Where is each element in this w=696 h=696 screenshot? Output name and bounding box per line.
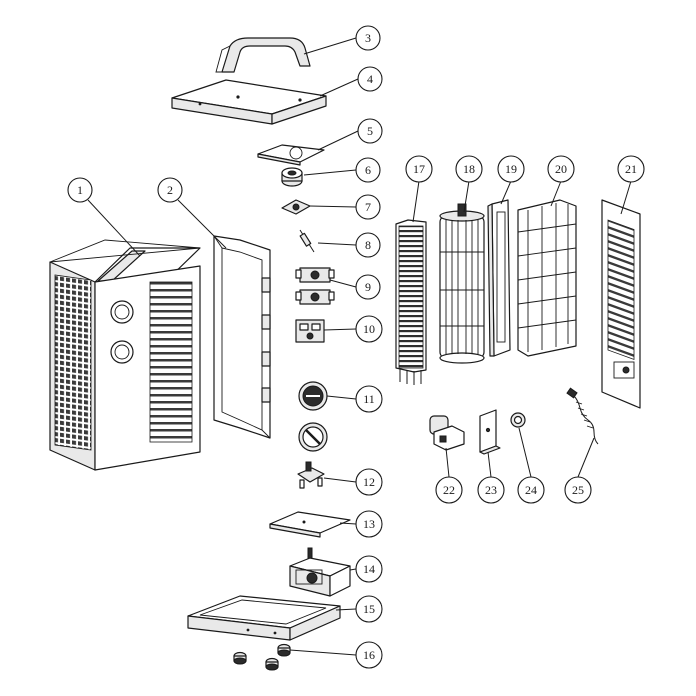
part-20-grate-frame [517, 199, 577, 357]
callout-19: 19 [497, 155, 525, 183]
part-4-top-plate [171, 79, 327, 125]
part-3-handle [215, 37, 311, 73]
svg-text:22: 22 [443, 483, 455, 497]
callout-8: 8 [355, 232, 381, 258]
part-18-blower-wheel [439, 203, 485, 364]
callout-22: 22 [435, 476, 463, 504]
svg-text:3: 3 [365, 31, 371, 45]
part-21-front-panel [601, 199, 641, 409]
svg-text:9: 9 [365, 280, 371, 294]
callout-4: 4 [357, 66, 383, 92]
callout-3: 3 [355, 25, 381, 51]
callout-12: 12 [355, 468, 383, 496]
callout-16: 16 [355, 641, 383, 669]
part-12-small-switch [297, 461, 325, 489]
svg-text:4: 4 [367, 72, 373, 86]
part-8-sensor [299, 229, 315, 253]
svg-text:6: 6 [365, 163, 371, 177]
callout-1: 1 [67, 177, 93, 203]
part-1-housing [49, 239, 201, 471]
svg-text:11: 11 [363, 392, 375, 406]
part-24-nut [510, 412, 526, 428]
callout-23: 23 [477, 476, 505, 504]
svg-text:13: 13 [363, 517, 375, 531]
part-15-base-tray [187, 595, 341, 641]
svg-text:20: 20 [555, 162, 567, 176]
svg-text:23: 23 [485, 483, 497, 497]
part-13-base-plate [269, 511, 351, 538]
svg-text:15: 15 [363, 602, 375, 616]
callout-21: 21 [617, 155, 645, 183]
svg-text:10: 10 [363, 322, 375, 336]
part-19-strip [487, 199, 511, 357]
callout-14: 14 [355, 555, 383, 583]
part-25-power-cord [566, 387, 599, 445]
svg-text:18: 18 [463, 162, 475, 176]
part-9-switches [295, 267, 335, 305]
callout-24: 24 [517, 476, 545, 504]
part-7-clip [281, 199, 311, 215]
part-6-knob [281, 167, 303, 187]
svg-text:24: 24 [525, 483, 537, 497]
callout-2: 2 [157, 177, 183, 203]
callout-20: 20 [547, 155, 575, 183]
callout-10: 10 [355, 315, 383, 343]
part-2-frame [213, 235, 271, 439]
leader-lines [87, 37, 632, 656]
callout-9: 9 [355, 274, 381, 300]
svg-text:19: 19 [505, 162, 517, 176]
part-14-motor [289, 547, 351, 597]
part-23-bracket [479, 409, 501, 455]
callout-17: 17 [405, 155, 433, 183]
svg-text:25: 25 [572, 483, 584, 497]
svg-text:14: 14 [363, 562, 375, 576]
svg-text:2: 2 [167, 183, 173, 197]
callout-13: 13 [355, 510, 383, 538]
part-22-module [429, 415, 465, 451]
callout-18: 18 [455, 155, 483, 183]
svg-text:7: 7 [365, 200, 371, 214]
part-11-dials [298, 381, 328, 452]
callout-6: 6 [355, 157, 381, 183]
part-17-heater [395, 219, 427, 385]
callout-5: 5 [357, 118, 383, 144]
svg-text:21: 21 [625, 162, 637, 176]
svg-text:16: 16 [363, 648, 375, 662]
callout-15: 15 [355, 595, 383, 623]
callout-11: 11 [355, 385, 383, 413]
svg-text:5: 5 [367, 124, 373, 138]
svg-text:12: 12 [363, 475, 375, 489]
part-16-feet [233, 643, 291, 671]
callout-25: 25 [564, 476, 592, 504]
svg-text:8: 8 [365, 238, 371, 252]
callout-7: 7 [355, 194, 381, 220]
svg-text:17: 17 [413, 162, 425, 176]
part-5-bracket [257, 144, 325, 166]
part-10-switch-block [295, 319, 325, 343]
svg-text:1: 1 [77, 183, 83, 197]
